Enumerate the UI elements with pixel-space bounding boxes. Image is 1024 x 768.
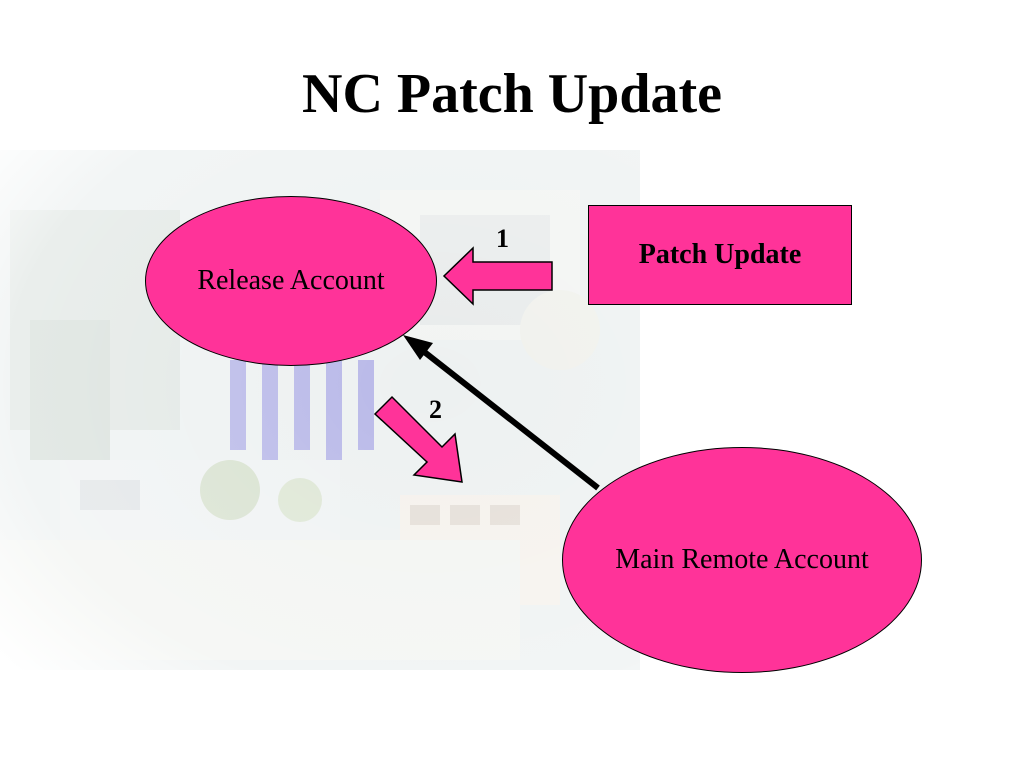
- main-remote-account-label: Main Remote Account: [615, 544, 869, 575]
- patch-update-node: Patch Update: [588, 205, 852, 305]
- step-1-label: 1: [496, 224, 509, 253]
- release-account-label: Release Account: [197, 265, 385, 296]
- patch-update-label: Patch Update: [638, 239, 802, 270]
- step-2-label: 2: [429, 395, 442, 424]
- release-account-node: Release Account: [145, 196, 437, 366]
- main-remote-account-node: Main Remote Account: [562, 447, 922, 673]
- slide-title: NC Patch Update: [302, 63, 722, 125]
